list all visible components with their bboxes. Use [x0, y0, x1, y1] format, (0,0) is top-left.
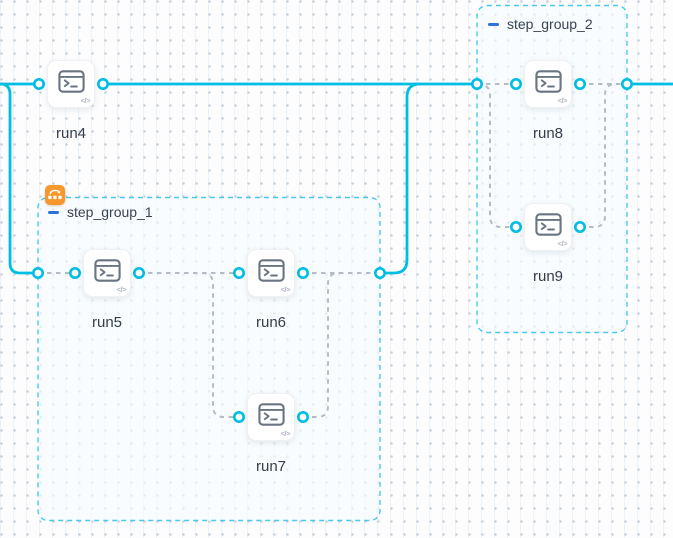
terminal-icon [258, 259, 285, 282]
node-label-run5: run5 [91, 314, 123, 331]
port-run4-out[interactable] [97, 78, 110, 91]
port-run5-out[interactable] [133, 266, 146, 279]
port-run6-out[interactable] [296, 266, 309, 279]
code-icon: </> [557, 239, 568, 248]
terminal-icon [94, 259, 121, 282]
code-icon: </> [116, 285, 127, 294]
node-run7[interactable]: </> run7 [247, 393, 295, 475]
port-run4-in[interactable] [32, 78, 45, 91]
edge-run7-groupout1 [303, 272, 340, 418]
port-run7-out[interactable] [296, 410, 309, 423]
terminal-icon [535, 70, 562, 93]
edge-run5-run7 [201, 272, 239, 418]
port-step_group_1-in[interactable] [31, 266, 44, 279]
port-step_group_2-out[interactable] [620, 78, 633, 91]
edge-groupin2-run9 [476, 83, 516, 228]
port-run6-in[interactable] [233, 266, 246, 279]
code-icon: </> [80, 96, 91, 105]
port-step_group_2-in[interactable] [470, 78, 483, 91]
port-run8-in[interactable] [509, 78, 522, 91]
port-run7-in[interactable] [233, 410, 246, 423]
code-icon: </> [280, 285, 291, 294]
terminal-icon [258, 403, 285, 426]
node-run9[interactable]: </> run9 [524, 203, 572, 285]
node-label-run4: run4 [55, 125, 87, 142]
edge-stepgroup1-stepgroup2 [378, 82, 422, 275]
port-run9-out[interactable] [573, 221, 586, 234]
node-run4[interactable]: </> run4 [47, 60, 95, 142]
edge-run9-groupout2 [580, 83, 617, 228]
port-run8-out[interactable] [573, 78, 586, 91]
terminal-icon [535, 213, 562, 236]
node-run6[interactable]: </> run6 [247, 249, 295, 331]
edge-flowin-stepgroup1 [0, 82, 40, 275]
node-run8[interactable]: </> run8 [524, 60, 572, 142]
group-label-step_group_1: step_group_1 [67, 204, 153, 220]
code-icon: </> [557, 96, 568, 105]
group-label-step_group_2: step_group_2 [507, 16, 593, 32]
collapse-icon-step_group_1[interactable] [48, 210, 59, 214]
port-step_group_1-out[interactable] [373, 266, 386, 279]
node-run5[interactable]: </> run5 [83, 249, 131, 331]
port-run9-in[interactable] [509, 221, 522, 234]
node-label-run6: run6 [255, 314, 287, 331]
terminal-icon [58, 70, 85, 93]
group-rect-step_group_1[interactable] [37, 196, 381, 522]
code-icon: </> [280, 429, 291, 438]
node-label-run7: run7 [255, 458, 287, 475]
node-label-run8: run8 [532, 125, 564, 142]
group-header-step_group_1: step_group_1 [48, 204, 153, 220]
node-label-run9: run9 [532, 268, 564, 285]
port-run5-in[interactable] [69, 266, 82, 279]
collapse-icon-step_group_2[interactable] [488, 22, 499, 26]
group-header-step_group_2: step_group_2 [488, 16, 593, 32]
loop-iteration-badge-icon [45, 185, 65, 205]
